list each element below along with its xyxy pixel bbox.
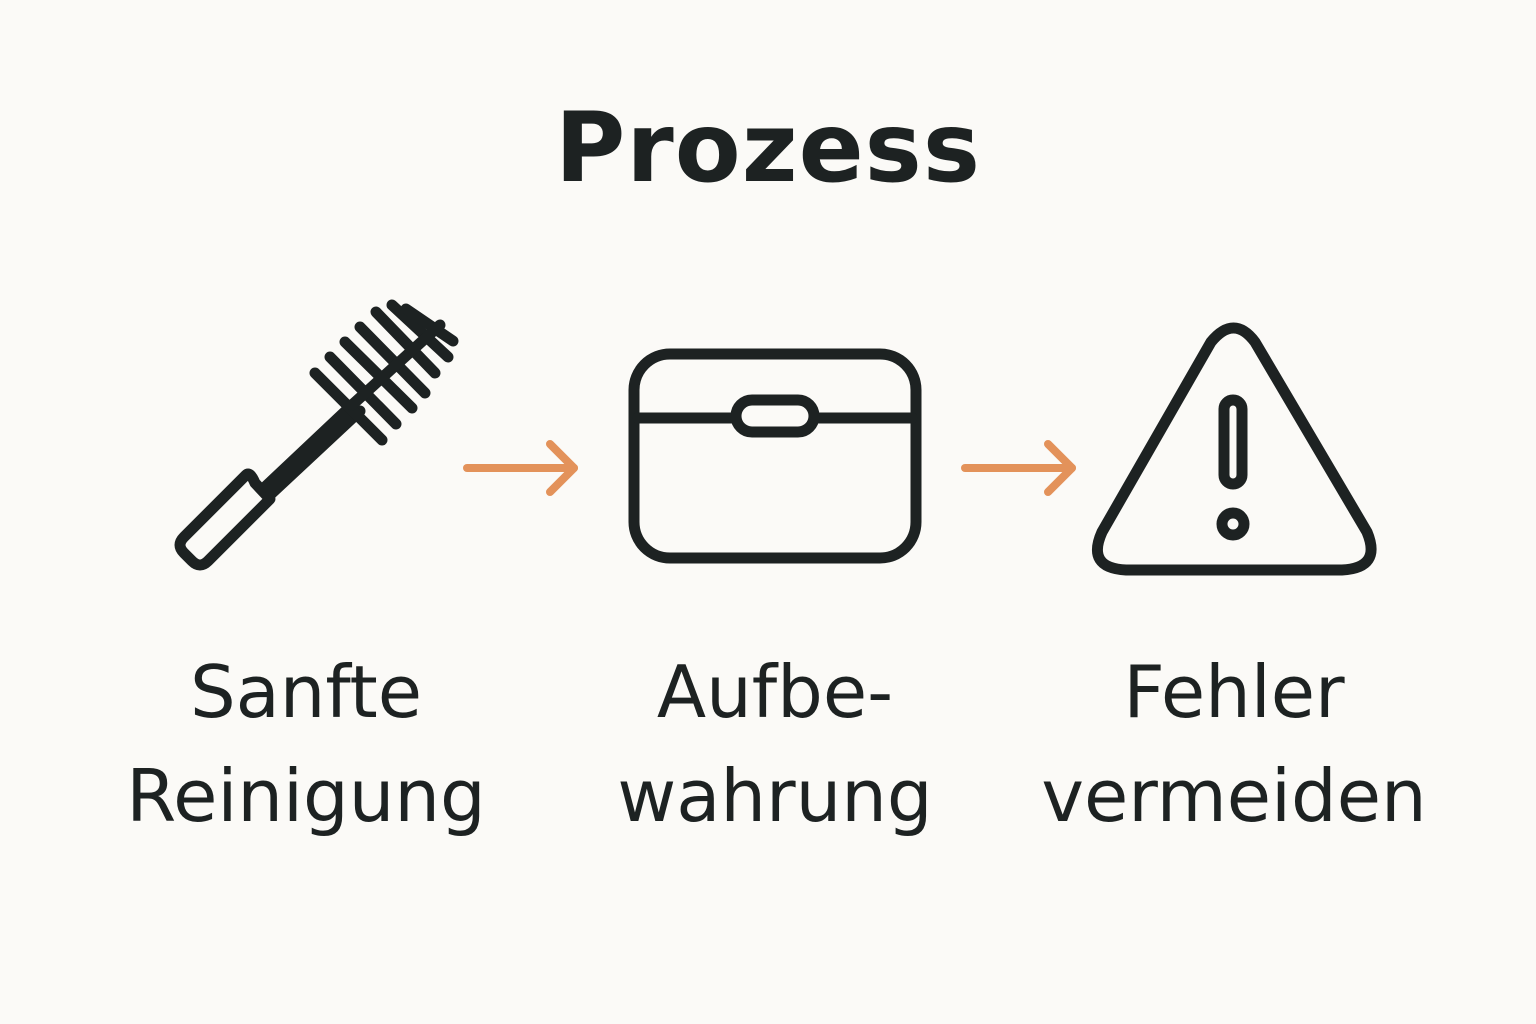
label-line: wahrung <box>617 754 933 838</box>
label-line: Reinigung <box>126 754 486 838</box>
label-line: Sanfte <box>189 650 423 734</box>
diagram-title: Prozess <box>555 92 981 204</box>
step-label-cleaning: Sanfte Reinigung <box>76 640 536 848</box>
label-line: vermeiden <box>1041 754 1427 838</box>
arrow-right-icon <box>462 440 586 500</box>
arrow-right-icon <box>960 440 1084 500</box>
label-line: Aufbe- <box>656 650 894 734</box>
bottle-brush-icon <box>170 295 470 595</box>
storage-box-icon <box>628 348 922 564</box>
step-label-storage: Aufbe- wahrung <box>545 640 1005 848</box>
label-line: Fehler <box>1123 650 1345 734</box>
warning-triangle-icon <box>1090 320 1380 580</box>
step-label-avoid-mistakes: Fehler vermeiden <box>1004 640 1464 848</box>
